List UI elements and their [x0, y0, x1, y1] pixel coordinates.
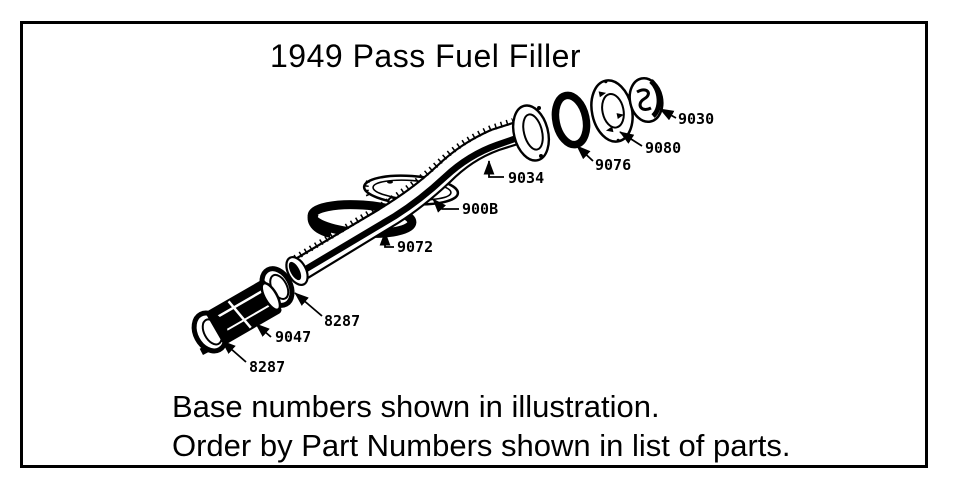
part-label-9034: 9034	[508, 169, 544, 187]
frame-border	[20, 21, 928, 468]
leader-line-9030	[659, 108, 677, 121]
part-label-9030: 9030	[678, 110, 714, 128]
footer-note-line2: Order by Part Numbers shown in list of p…	[172, 428, 791, 463]
leader-line-8287-upper-grommet	[379, 231, 394, 248]
hose-clamp-lower-drawing	[191, 310, 229, 355]
leader-line-9076	[576, 145, 594, 162]
pipe-end-drawing	[285, 255, 309, 287]
filler-pipe-drawing	[285, 104, 551, 287]
leader-line-9080	[619, 131, 643, 147]
leader-line-8287-upper	[294, 292, 323, 317]
leader-line-8287-lower	[221, 340, 247, 363]
leader-line-9034	[483, 160, 504, 178]
part-label-9076: 9076	[595, 156, 631, 174]
part-label-900B: 900B	[462, 200, 498, 218]
gasket-drawing	[551, 91, 591, 149]
leader-line-9047	[255, 323, 272, 338]
leader-line-900B	[432, 198, 459, 213]
filler-neck-bell-drawing	[511, 104, 551, 162]
part-label-9080: 9080	[645, 139, 681, 157]
cap-retainer-drawing	[590, 79, 634, 143]
footer-note-line1: Base numbers shown in illustration.	[172, 389, 660, 424]
filler-cap-drawing	[628, 76, 664, 124]
diagram-title: 1949 Pass Fuel Filler	[270, 38, 582, 74]
part-label-8287-upper: 8287	[324, 312, 360, 330]
part-label-9072: 9072	[397, 238, 433, 256]
hose-drawing	[206, 280, 282, 344]
part-label-8287-lower: 8287	[249, 358, 285, 376]
part-label-9047: 9047	[275, 328, 311, 346]
